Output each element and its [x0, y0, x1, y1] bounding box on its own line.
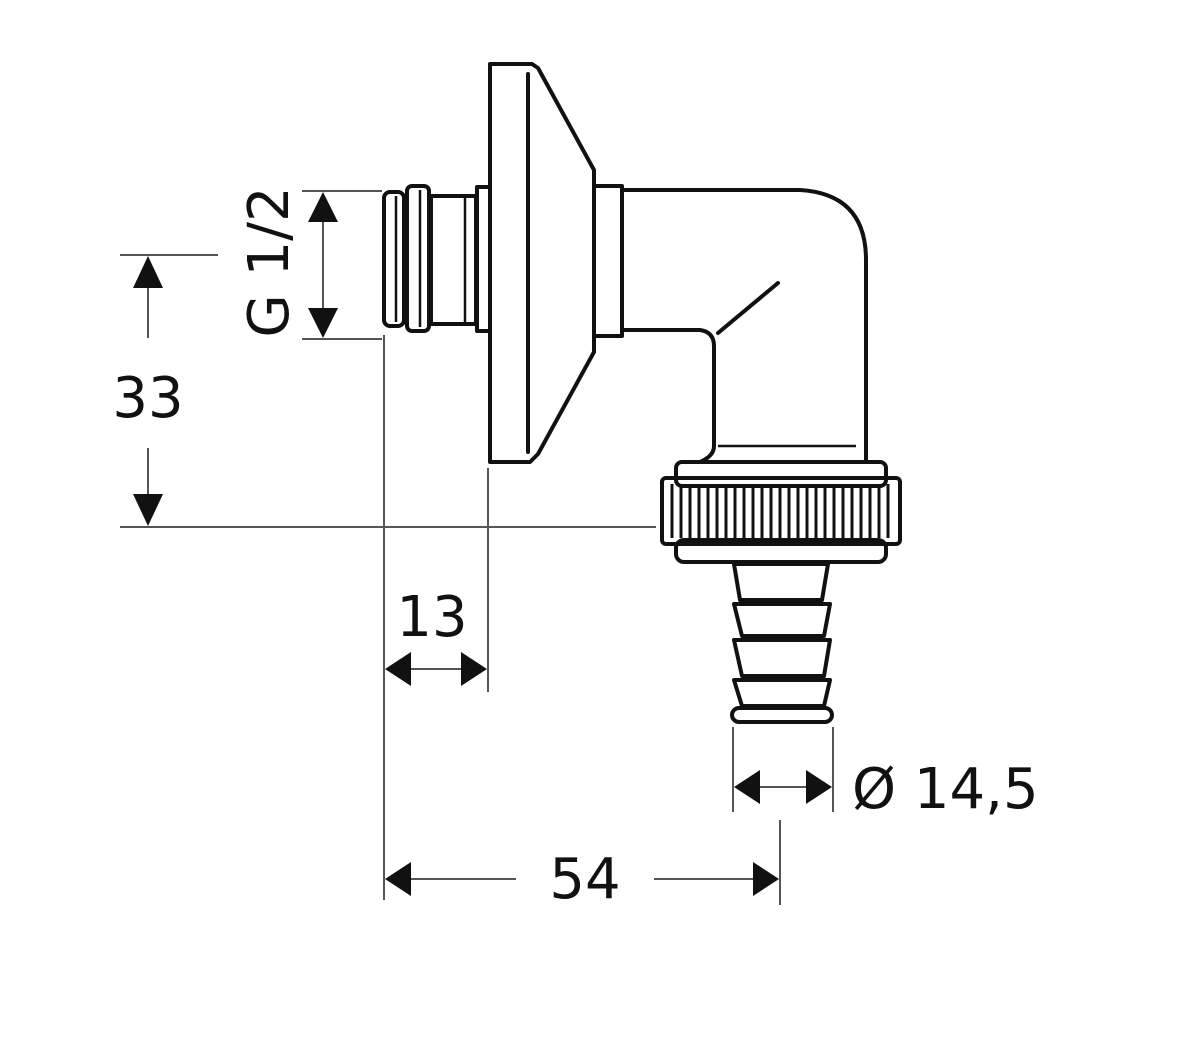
knurl-lines — [670, 484, 890, 538]
dimension-overall-width: 54 — [385, 820, 781, 912]
overall-width-label: 54 — [549, 847, 620, 912]
dimension-thread: G 1/2 — [237, 186, 382, 340]
thread-length-label: 13 — [396, 585, 467, 650]
elbow-body — [592, 184, 868, 464]
wall-flange — [488, 62, 596, 464]
dimension-height: 33 — [112, 254, 656, 528]
barb-diameter-label: Ø 14,5 — [852, 757, 1039, 822]
dimension-thread-length: 13 — [383, 335, 489, 900]
thread-size-label: G 1/2 — [237, 186, 302, 337]
height-label: 33 — [112, 366, 183, 431]
dimension-barb-diameter: Ø 14,5 — [732, 727, 1039, 822]
threaded-inlet — [382, 184, 492, 333]
hose-barb — [730, 562, 834, 724]
union-nut — [660, 460, 902, 564]
